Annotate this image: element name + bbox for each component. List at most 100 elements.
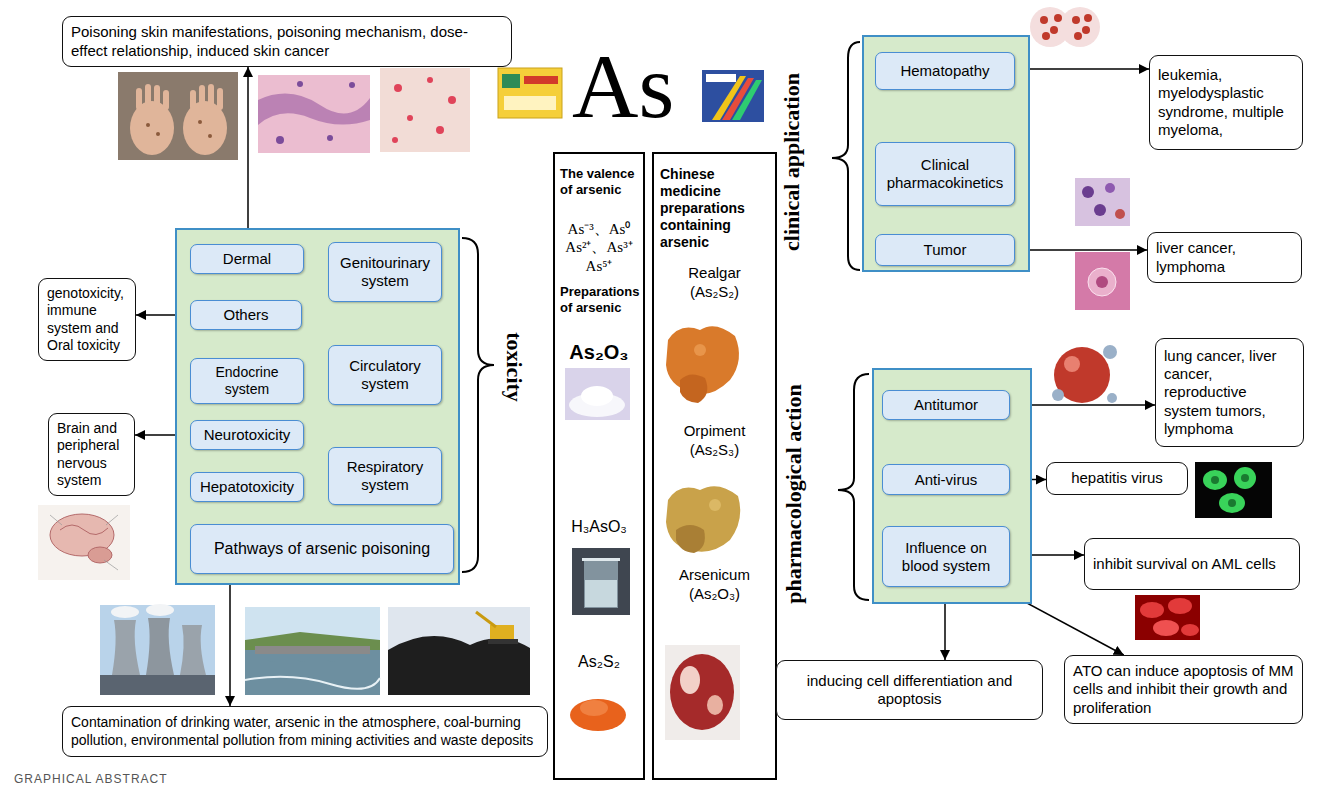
column-text: Preparations of arsenic	[557, 284, 641, 316]
column-text: The valence of arsenic	[557, 166, 641, 198]
node-text: Influence on blood system	[887, 539, 1005, 575]
category-box: Tumor	[875, 234, 1015, 266]
medicine-box	[498, 68, 562, 118]
curly-bracket	[832, 42, 860, 270]
category-box: Antitumor	[882, 390, 1010, 420]
category-box: Others	[190, 300, 302, 330]
node-text: Clinical pharmacokinetics	[880, 156, 1010, 192]
effect-box: ATO can induce apoptosis of MM cells and…	[1064, 655, 1303, 724]
node-text: Hepatotoxicity	[200, 478, 294, 496]
column-text: Chinese medicine preparations containing…	[656, 166, 773, 251]
red-blood-cells-photo	[1135, 595, 1200, 640]
brain-figure	[38, 505, 130, 580]
arrow-connector	[1015, 68, 1149, 70]
effect-box: Brain and peripheral nervous system	[48, 413, 135, 496]
node-text: Antitumor	[914, 396, 978, 414]
column-text: Realgar (As₂S₂)	[675, 264, 755, 302]
effect-box: leukemia, myelodysplastic syndrome, mult…	[1149, 55, 1303, 150]
arsenicum-sample	[665, 645, 740, 740]
fluorescence-photo	[1195, 462, 1272, 518]
category-box: Anti-virus	[882, 464, 1010, 495]
node-text: Hematopathy	[900, 62, 989, 80]
realgar-rocks	[666, 326, 739, 403]
category-box: Pathways of arsenic poisoning	[190, 524, 454, 574]
node-text: inhibit survival on AML cells	[1093, 555, 1276, 573]
category-box: Genitourinary system	[328, 242, 442, 302]
effect-box: inhibit survival on AML cells	[1084, 538, 1300, 590]
node-text: Circulatory system	[333, 357, 437, 393]
pharmacology-panel: pharmacological actionAntitumorAnti-viru…	[872, 368, 1032, 604]
effect-box: hepatitis virus	[1046, 462, 1188, 495]
node-text: Dermal	[223, 250, 271, 268]
node-text: Neurotoxicity	[204, 426, 291, 444]
arrow-connector	[247, 67, 249, 244]
column-text: As₂S₂	[557, 652, 641, 671]
node-text: Respiratory system	[333, 458, 437, 494]
section-label: pharmacological action	[781, 369, 807, 619]
category-box: Circulatory system	[328, 345, 442, 405]
category-box: Neurotoxicity	[190, 420, 304, 450]
node-text: Poisoning skin manifestations, poisoning…	[71, 23, 503, 60]
cancer-cell-render	[1052, 345, 1117, 403]
curly-bracket	[838, 374, 869, 600]
curly-bracket	[462, 238, 494, 572]
beaker-photo	[572, 548, 630, 615]
effect-box: inducing cell differentiation and apopto…	[776, 660, 1043, 720]
element-symbol: As	[572, 36, 674, 137]
node-text: genotoxicity, immune system and Oral tox…	[47, 285, 127, 353]
category-box: Respiratory system	[328, 447, 442, 505]
node-text: Genitourinary system	[333, 254, 437, 290]
power-plant-photo	[100, 604, 215, 695]
column-text: As₂O₃	[557, 340, 641, 364]
effect-box: genotoxicity, immune system and Oral tox…	[38, 278, 136, 361]
category-box: Hematopathy	[875, 52, 1015, 90]
category-box: Influence on blood system	[882, 526, 1010, 587]
stained-cells-photo	[1075, 178, 1130, 226]
node-text: Anti-virus	[915, 471, 978, 489]
orpiment-rocks	[666, 486, 740, 553]
clinical-panel: clinical applicationHematopathyClinical …	[862, 35, 1030, 272]
category-box: Clinical pharmacokinetics	[875, 142, 1015, 206]
column-text: H₃AsO₃	[557, 517, 641, 536]
node-text: lung cancer, liver cancer, reproductive …	[1164, 347, 1295, 438]
node-text: Pathways of arsenic poisoning	[214, 539, 430, 558]
node-text: liver cancer, lymphoma	[1156, 239, 1293, 276]
effect-box: Poisoning skin manifestations, poisoning…	[62, 16, 512, 67]
node-text: leukemia, myelodysplastic syndrome, mult…	[1158, 66, 1294, 139]
histology-photo	[258, 75, 370, 153]
effect-box: liver cancer, lymphoma	[1147, 232, 1302, 283]
medicine-box	[702, 70, 764, 122]
effect-box: lung cancer, liver cancer, reproductive …	[1155, 338, 1304, 447]
node-text: Contamination of drinking water, arsenic…	[71, 714, 539, 748]
river-photo	[245, 607, 380, 695]
node-text: Tumor	[924, 241, 967, 259]
medicine-column: Chinese medicine preparations containing…	[652, 152, 777, 780]
column-text: Arsenicum (As₂O₃)	[675, 566, 755, 604]
category-box: Hepatotoxicity	[190, 472, 304, 502]
valence-column: The valence of arsenicAs⁻³、As⁰ As²⁺、As³⁺…	[553, 152, 645, 780]
figure-label: GRAPHICAL ABSTRACT	[14, 772, 168, 786]
section-label: clinical application	[779, 47, 805, 277]
section-label: toxicity	[501, 307, 527, 427]
column-text: As⁻³、As⁰ As²⁺、As³⁺ As⁵⁺	[557, 220, 641, 276]
node-text: Others	[223, 306, 268, 324]
blood-smear-photo	[1030, 7, 1100, 47]
realgar-powder	[570, 699, 626, 731]
category-box: Endocrine system	[190, 358, 304, 404]
arsenic-trioxide-powder	[565, 368, 630, 420]
node-text: Brain and peripheral nervous system	[57, 420, 126, 488]
category-box: Dermal	[190, 244, 304, 274]
coal-mining-photo	[388, 607, 530, 695]
node-text: inducing cell differentiation and apopto…	[785, 672, 1034, 709]
arrow-connector	[229, 574, 231, 706]
effect-box: Contamination of drinking water, arsenic…	[62, 706, 548, 757]
toxicity-panel: toxicityDermalGenitourinary systemOthers…	[175, 228, 460, 585]
node-text: Endocrine system	[195, 364, 299, 398]
node-text: ATO can induce apoptosis of MM cells and…	[1073, 662, 1294, 717]
tumor-cell-photo	[1075, 252, 1130, 310]
column-text: Orpiment (As₂S₃)	[675, 422, 755, 460]
arrow-connector	[1015, 249, 1147, 251]
hands-photo	[118, 72, 238, 160]
skin-rash-photo	[380, 68, 470, 152]
